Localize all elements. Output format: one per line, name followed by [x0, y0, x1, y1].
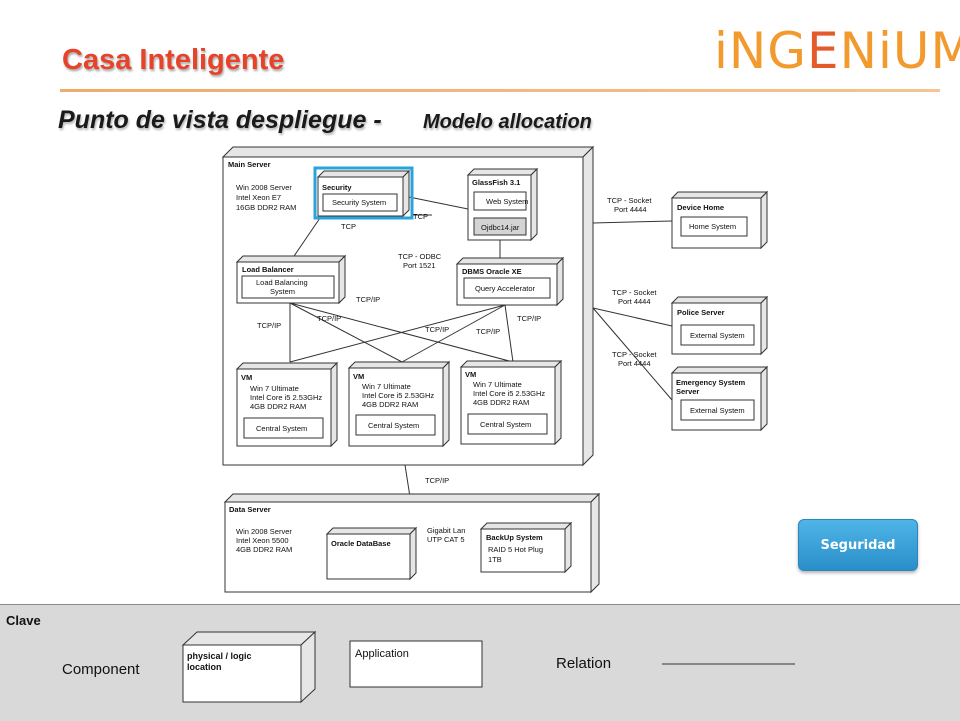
connection-label: TCP - ODBC	[398, 252, 442, 261]
legend-location-label: location	[187, 662, 222, 672]
external-system-label: External System	[690, 331, 745, 340]
connection-label: TCP - Socket	[607, 196, 652, 205]
data-server-title: Data Server	[229, 505, 271, 514]
page-subtitle: Punto de vista despliegue -	[58, 106, 382, 134]
connection-label: TCP	[413, 212, 428, 221]
page-title: Casa Inteligente	[62, 44, 285, 76]
vm-spec: 4GB DDR2 RAM	[362, 400, 418, 409]
emergency-server-title: Server	[676, 387, 699, 396]
emergency-server-title: Emergency System	[676, 378, 746, 387]
backup-spec: 1TB	[488, 555, 502, 564]
connection-label: TCP/IP	[317, 314, 341, 323]
main-server-spec: 16GB DDR2 RAM	[236, 203, 296, 212]
data-server-spec: 4GB DDR2 RAM	[236, 545, 292, 554]
jar-label: Ojdbc14.jar	[481, 223, 520, 232]
connection-label: TCP	[341, 222, 356, 231]
vm-spec: 4GB DDR2 RAM	[250, 402, 306, 411]
backup-system-node: BackUp System RAID 5 Hot Plug 1TB	[479, 521, 573, 574]
main-server-connections	[289, 196, 514, 363]
page-subtitle-model: Modelo allocation	[423, 111, 592, 133]
connection-label: TCP/IP	[517, 314, 541, 323]
legend-component-label: Component	[62, 661, 140, 678]
vm-title: VM	[465, 370, 476, 379]
vm-title: VM	[353, 372, 364, 381]
device-home-node: Device Home Home System	[670, 190, 769, 250]
legend-title: Clave	[6, 613, 41, 628]
legend-location-label: physical / logic	[187, 651, 252, 661]
data-server-spec: Intel Xeon 5500	[236, 536, 289, 545]
load-balancer-node: Load Balancer Load Balancing System	[235, 254, 347, 305]
vm-spec: Win 7 Ultimate	[250, 384, 299, 393]
vm-node: VM Win 7 Ultimate Intel Core i5 2.53GHz …	[235, 361, 339, 448]
vm-spec: Win 7 Ultimate	[362, 382, 411, 391]
legend-key: Clave Component physical / logic locatio…	[0, 604, 960, 721]
main-server-spec: Intel Xeon E7	[236, 193, 281, 202]
central-system-label: Central System	[480, 420, 531, 429]
legend-graphic: Clave Component physical / logic locatio…	[6, 613, 795, 704]
device-home-title: Device Home	[677, 203, 724, 212]
logo-text: iNGENiUM	[714, 22, 960, 80]
load-balancer-title: Load Balancer	[242, 265, 294, 274]
seguridad-button[interactable]: Seguridad	[798, 519, 918, 571]
connection-label: TCP/IP	[425, 476, 449, 485]
vm-spec: 4GB DDR2 RAM	[473, 398, 529, 407]
backup-system-title: BackUp System	[486, 533, 543, 542]
vm-node: VM Win 7 Ultimate Intel Core i5 2.53GHz …	[347, 360, 451, 448]
main-server-title: Main Server	[228, 160, 271, 169]
connection-label: TCP/IP	[425, 325, 449, 334]
central-system-label: Central System	[368, 421, 419, 430]
glassfish-node: GlassFish 3.1 Web System Ojdbc14.jar	[466, 167, 539, 242]
oracle-database-title: Oracle DataBase	[331, 539, 391, 548]
connection-label: Port 4444	[618, 297, 651, 306]
security-system-label: Security System	[332, 198, 386, 207]
connection-label: TCP/IP	[356, 295, 380, 304]
query-accelerator-label: Query Accelerator	[475, 284, 536, 293]
connection-label: Port 1521	[403, 261, 436, 270]
connection-label: UTP CAT 5	[427, 535, 465, 544]
backup-spec: RAID 5 Hot Plug	[488, 545, 543, 554]
main-server-spec: Win 2008 Server	[236, 183, 292, 192]
connection-label: TCP - Socket	[612, 350, 657, 359]
glassfish-title: GlassFish 3.1	[472, 178, 520, 187]
police-server-title: Police Server	[677, 308, 725, 317]
legend-relation-label: Relation	[556, 655, 611, 672]
security-highlight	[313, 166, 414, 220]
dbms-node: DBMS Oracle XE Query Accelerator	[455, 256, 565, 307]
vm-spec: Intel Core i5 2.53GHz	[250, 393, 322, 402]
web-system-label: Web System	[486, 197, 528, 206]
home-system-label: Home System	[689, 222, 736, 231]
connection-label: Port 4444	[618, 359, 651, 368]
external-system-label: External System	[690, 406, 745, 415]
vm-spec: Intel Core i5 2.53GHz	[362, 391, 434, 400]
vm-node: VM Win 7 Ultimate Intel Core i5 2.53GHz …	[459, 359, 563, 446]
data-server-spec: Win 2008 Server	[236, 527, 292, 536]
security-node: Security Security System	[313, 166, 414, 220]
connection-label: Port 4444	[614, 205, 647, 214]
connection-label: Gigabit Lan	[427, 526, 465, 535]
ingenium-logo: iNGENiUM	[706, 10, 960, 85]
connection-label: TCP/IP	[476, 327, 500, 336]
vm-title: VM	[241, 373, 252, 382]
dbms-title: DBMS Oracle XE	[462, 267, 522, 276]
connection-label: TCP/IP	[257, 321, 281, 330]
title-rule	[60, 89, 940, 92]
emergency-server-node: Emergency System Server External System	[670, 365, 769, 432]
oracle-database-node: Oracle DataBase	[325, 526, 418, 581]
load-balancing-label: Load Balancing	[256, 278, 308, 287]
vm-spec: Intel Core i5 2.53GHz	[473, 389, 545, 398]
connection-label: TCP - Socket	[612, 288, 657, 297]
security-title: Security	[322, 183, 352, 192]
central-system-label: Central System	[256, 424, 307, 433]
load-balancing-label: System	[270, 287, 295, 296]
legend-application-label: Application	[355, 648, 409, 660]
vm-spec: Win 7 Ultimate	[473, 380, 522, 389]
police-server-node: Police Server External System	[670, 295, 769, 356]
